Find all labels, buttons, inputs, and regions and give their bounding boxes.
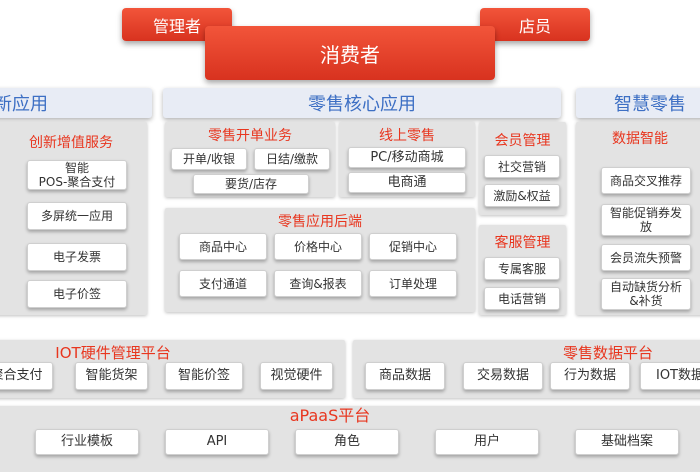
data-intel-title: 数据智能	[612, 131, 668, 147]
banner-left: 新应用	[0, 88, 152, 118]
iot-item-vision: 视觉硬件	[260, 362, 333, 390]
data-intel-item-stockout: 自动缺货分析 &补货	[601, 278, 691, 310]
iot-item-shelf: 智能货架	[75, 362, 148, 390]
backend-title: 零售应用后端	[278, 214, 362, 230]
backend-item-payment: 支付通道	[179, 270, 267, 297]
apaas-item-archive: 基础档案	[575, 429, 679, 455]
iot-panel: IOT硬件管理平台 聚合支付 智能货架 智能价签 视觉硬件	[0, 340, 345, 398]
store-ops-panel: 零售开单业务 开单/收银 日结/缴款 要货/店存	[165, 122, 335, 197]
iot-item-payment: 聚合支付	[0, 362, 53, 390]
store-ops-item-checkout: 开单/收银	[171, 148, 247, 170]
data-intel-item-churn: 会员流失预警	[601, 244, 691, 271]
retail-data-title: 零售数据平台	[562, 344, 653, 362]
consumer-role: 消费者	[205, 26, 495, 80]
banner-right-label: 智慧零售	[614, 94, 686, 115]
clerk-role: 店员	[480, 8, 590, 41]
member-item-social: 社交营销	[484, 155, 560, 178]
online-item-mall: PC/移动商城	[348, 147, 466, 168]
data-intel-panel: 数据智能 商品交叉推荐 智能促销券发 放 会员流失预警 自动缺货分析 &补货	[576, 122, 700, 315]
innovation-panel: 创新增值服务 智能 POS-聚合支付 多屏统一应用 电子发票 电子价签	[0, 122, 147, 315]
service-item-dedicated: 专属客服	[484, 257, 560, 280]
store-ops-title: 零售开单业务	[208, 128, 292, 144]
iot-title: IOT硬件管理平台	[55, 344, 171, 362]
apaas-item-api: API	[165, 429, 269, 455]
banner-left-label: 新应用	[0, 94, 48, 115]
online-title: 线上零售	[379, 128, 435, 144]
online-panel: 线上零售 PC/移动商城 电商通	[339, 122, 475, 197]
member-panel: 会员管理 社交营销 激励&权益	[479, 122, 566, 215]
backend-item-order: 订单处理	[369, 270, 457, 297]
backend-item-price: 价格中心	[274, 233, 362, 260]
backend-item-report: 查询&报表	[274, 270, 362, 297]
innovation-title: 创新增值服务	[29, 135, 113, 151]
manager-role: 管理者	[122, 8, 232, 41]
backend-item-product: 商品中心	[179, 233, 267, 260]
store-ops-item-restock: 要货/店存	[193, 174, 309, 194]
retail-data-item-behavior: 行为数据	[550, 362, 630, 390]
iot-item-price-tag: 智能价签	[165, 362, 243, 390]
banner-center: 零售核心应用	[163, 88, 561, 118]
innovation-item-pos: 智能 POS-聚合支付	[27, 160, 127, 190]
retail-data-item-product: 商品数据	[365, 362, 445, 390]
retail-data-panel: 零售数据平台 商品数据 交易数据 行为数据 IOT数据	[353, 340, 700, 398]
store-ops-item-settlement: 日结/缴款	[254, 148, 330, 170]
data-intel-item-coupon: 智能促销券发 放	[601, 204, 691, 236]
apaas-item-user: 用户	[435, 429, 539, 455]
service-panel: 客服管理 专属客服 电话营销	[479, 225, 566, 315]
member-title: 会员管理	[494, 133, 551, 149]
apaas-item-role: 角色	[295, 429, 399, 455]
service-title: 客服管理	[494, 235, 551, 251]
innovation-item-invoice: 电子发票	[27, 243, 127, 271]
apaas-title: aPaaS平台	[289, 406, 371, 425]
service-item-telemarketing: 电话营销	[484, 287, 560, 310]
apaas-item-template: 行业模板	[35, 429, 139, 455]
backend-item-promotion: 促销中心	[369, 233, 457, 260]
apaas-panel: aPaaS平台 行业模板 API 角色 用户 基础档案	[0, 406, 700, 472]
member-item-rewards: 激励&权益	[484, 184, 560, 207]
online-item-ecommerce: 电商通	[348, 172, 466, 193]
data-intel-item-recommend: 商品交叉推荐	[601, 167, 691, 194]
innovation-item-price-tag: 电子价签	[27, 280, 127, 308]
retail-data-item-transaction: 交易数据	[463, 362, 543, 390]
backend-panel: 零售应用后端 商品中心 价格中心 促销中心 支付通道 查询&报表 订单处理	[165, 208, 475, 312]
innovation-item-multiscreen: 多屏统一应用	[27, 202, 127, 230]
retail-data-item-iot: IOT数据	[640, 362, 700, 390]
banner-right: 智慧零售	[576, 88, 700, 118]
